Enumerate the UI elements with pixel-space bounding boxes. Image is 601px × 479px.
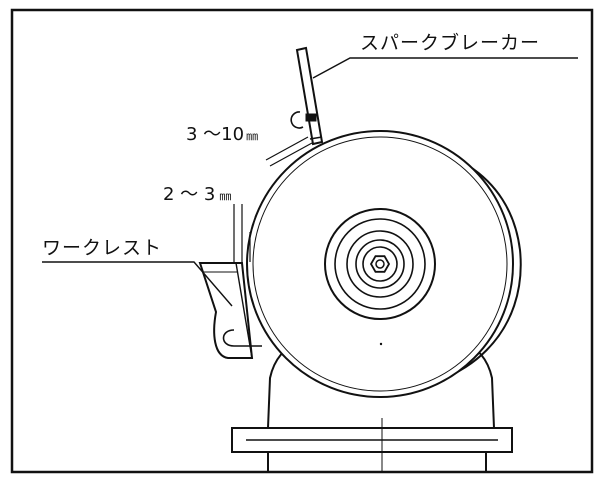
base [231,418,513,473]
upper-gap-unit: ㎜ [246,129,258,143]
work-rest [198,262,262,359]
dimension-lines [233,136,313,264]
leader-lines [42,57,578,307]
spark-breaker-label: スパークブレーカー [360,31,540,54]
lower-gap-unit: ㎜ [219,189,231,203]
lower-gap-dimension: 2 ～ 3 ㎜ [163,184,231,205]
spark-breaker [290,46,324,146]
upper-gap-value: 3 ～10 [186,124,244,145]
wheel-flange [324,208,436,320]
work-rest-label: ワークレスト [42,237,162,259]
grinding-wheel [246,130,514,398]
lower-gap-value: 2 ～ 3 [163,184,215,205]
center-nut [369,255,391,273]
